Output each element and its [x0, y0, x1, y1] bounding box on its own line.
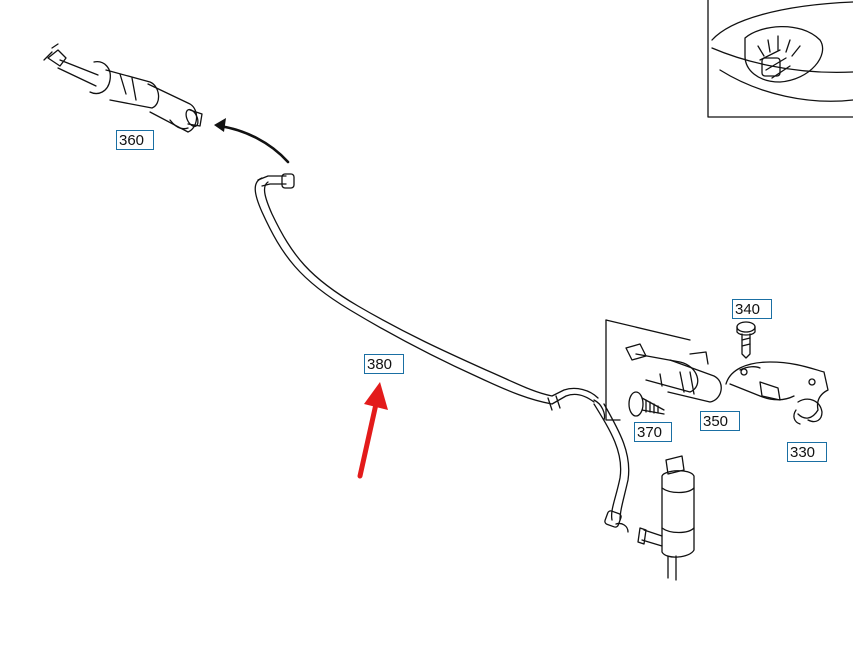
- highlight-arrow: [357, 382, 388, 479]
- bracket-330-drawing: [725, 361, 829, 425]
- part-label-340[interactable]: 340: [732, 299, 772, 319]
- nozzle-360-drawing: [43, 43, 203, 133]
- inset-detail-view: [707, 0, 853, 118]
- screw-370-drawing: [628, 391, 665, 417]
- part-label-350[interactable]: 350: [700, 411, 740, 431]
- part-label-330[interactable]: 330: [787, 442, 827, 462]
- part-label-360[interactable]: 360: [116, 130, 154, 150]
- bolt-340-drawing: [736, 321, 756, 359]
- part-label-370[interactable]: 370: [634, 422, 672, 442]
- part-label-380[interactable]: 380: [364, 354, 404, 374]
- washer-pump-drawing: [637, 455, 695, 581]
- hose-380-drawing: [254, 173, 630, 533]
- flow-arrow: [214, 118, 290, 164]
- nozzle-350-drawing: [605, 319, 722, 421]
